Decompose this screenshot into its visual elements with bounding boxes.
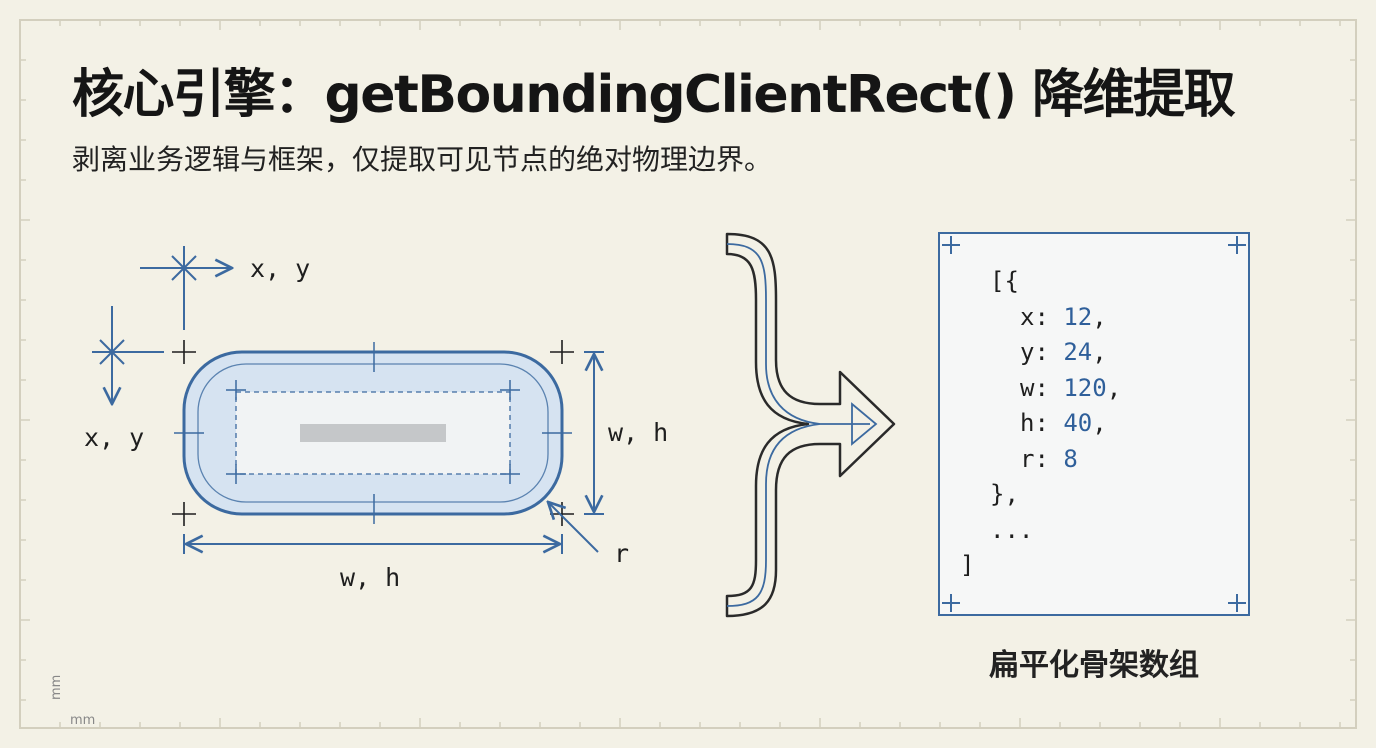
corner-cross-icon [1228, 594, 1246, 612]
top-offset-measure [140, 246, 232, 330]
height-dimension [584, 351, 604, 515]
code-line: h: 40, [960, 406, 1121, 442]
code-ellipsis: ... [990, 515, 1034, 544]
page-title: 核心引擎：getBoundingClientRect() 降维提取 [72, 65, 1236, 125]
code-line: }, [960, 477, 1121, 513]
code-key: h: [1020, 409, 1064, 437]
output-caption: 扁平化骨架数组 [989, 648, 1199, 683]
code-key: w: [1020, 373, 1064, 402]
ruler-unit-vertical: mm [49, 675, 64, 700]
code-line: r: 8 [960, 442, 1121, 478]
code-punct: , [1092, 338, 1107, 366]
code-line: w: 120, [960, 371, 1121, 407]
json-code-block: [{ x: 12, y: 24, w: 120, h: 40, r: 8 }, … [960, 264, 1121, 584]
code-value: 24 [1063, 338, 1093, 366]
code-key: y: [1020, 338, 1064, 366]
code-punct: , [1092, 409, 1107, 437]
radius-label: r [614, 539, 629, 568]
output-array-panel: [{ x: 12, y: 24, w: 120, h: 40, r: 8 }, … [938, 232, 1250, 616]
ruler-unit-horizontal: mm [70, 713, 95, 728]
code-value: 12 [1063, 302, 1093, 331]
code-punct: [{ [990, 267, 1019, 295]
size-label-bottom: w, h [340, 563, 400, 592]
code-line: y: 24, [960, 335, 1121, 371]
code-key: r: [1020, 444, 1064, 473]
code-punct: ] [960, 551, 975, 579]
radius-pointer [548, 502, 599, 553]
code-value: 8 [1063, 444, 1078, 473]
page-subtitle: 剥离业务逻辑与框架，仅提取可见节点的绝对物理边界。 [72, 143, 773, 176]
code-line: ] [960, 548, 1121, 584]
code-punct: }, [990, 480, 1019, 508]
code-value: 120 [1063, 373, 1107, 402]
code-line: x: 12, [960, 300, 1121, 336]
placeholder-bar [300, 424, 446, 442]
ui-element-shape [182, 350, 564, 516]
code-key: x: [1020, 302, 1064, 331]
size-label-right: w, h [608, 418, 668, 447]
corner-cross-icon [942, 594, 960, 612]
left-offset-label: x, y [84, 423, 144, 452]
code-line: ... [960, 513, 1121, 549]
top-offset-label: x, y [250, 254, 310, 283]
code-value: 40 [1063, 409, 1093, 437]
width-dimension [183, 534, 563, 554]
code-line: [{ [960, 264, 1121, 300]
crosshair-marks [174, 342, 572, 524]
merge-arrow [725, 232, 896, 618]
corner-cross-icon [942, 236, 960, 254]
left-offset-measure [92, 306, 164, 404]
corner-cross-icon [1228, 236, 1246, 254]
code-punct: , [1106, 373, 1122, 402]
code-punct: , [1092, 302, 1107, 331]
